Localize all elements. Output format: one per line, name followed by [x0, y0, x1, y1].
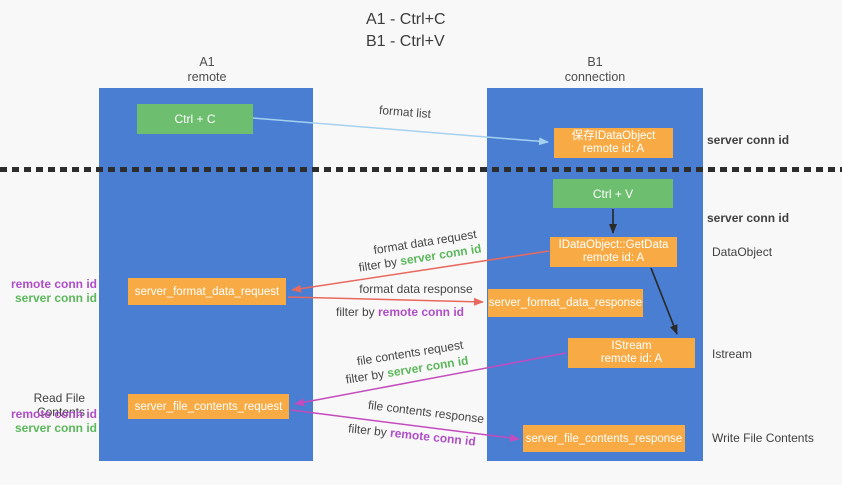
column-header-a1: A1 remote: [137, 55, 277, 85]
node-save-idataobject-line1: 保存IDataObject: [571, 130, 656, 142]
node-ctrl-v-label: Ctrl + V: [592, 186, 634, 201]
node-server-format-data-request: server_format_data_request: [128, 278, 286, 305]
node-server-file-contents-response-label: server_file_contents_response: [525, 432, 683, 445]
left-server-conn-id-1: server conn id: [14, 290, 97, 305]
diagram-title: A1 - Ctrl+C B1 - Ctrl+V: [366, 9, 446, 53]
label-format-data-response: format data response: [359, 282, 473, 296]
right-label-server-conn-id-mid: server conn id: [707, 211, 790, 225]
title-line-1: A1 - Ctrl+C: [366, 11, 446, 28]
node-server-file-contents-request-label: server_file_contents_request: [134, 400, 283, 413]
node-save-idataobject: 保存IDataObject remote id: A: [554, 128, 673, 158]
right-label-write-file-contents: Write File Contents: [712, 431, 814, 445]
arrow-getdata-to-istream: [650, 267, 678, 335]
arrow-format-data-response: [287, 296, 484, 306]
title-line-2: B1 - Ctrl+V: [366, 33, 445, 50]
filter-by-text: filter by: [335, 305, 378, 319]
left-remote-conn-id-1: remote conn id: [10, 277, 97, 291]
left-remote-conn-id-2: remote conn id: [10, 407, 97, 421]
node-server-format-data-response: server_format_data_response: [488, 289, 643, 317]
node-server-file-contents-response: server_file_contents_response: [523, 425, 685, 452]
node-server-file-contents-request: server_file_contents_request: [128, 394, 289, 419]
arrow-format-data-request: [291, 250, 550, 293]
column-a1-name: A1: [199, 55, 215, 69]
right-label-dataobject: DataObject: [712, 245, 773, 259]
node-server-format-data-response-label: server_format_data_response: [488, 297, 643, 309]
node-ctrl-v: Ctrl + V: [553, 179, 673, 208]
remote-conn-id-text: remote conn id: [378, 305, 465, 319]
column-b1-role: connection: [564, 70, 626, 84]
node-idataobject-getdata: IDataObject::GetData remote id: A: [550, 237, 677, 267]
left-conn-ids-group-1: remote conn id server conn id: [1, 277, 97, 305]
node-istream-line1: IStream: [611, 340, 652, 352]
node-server-format-data-request-label: server_format_data_request: [134, 285, 280, 298]
arrow-file-contents-request: [294, 352, 567, 407]
label-filter-by-remote-conn-id-1: filter by remote conn id: [330, 305, 470, 319]
column-header-b1: B1 connection: [525, 55, 665, 85]
left-conn-ids-group-2: remote conn id server conn id: [1, 407, 97, 435]
left-label-read-file-contents: Read File Contents: [33, 391, 85, 419]
column-a1-role: remote: [187, 70, 227, 84]
node-istream-line2: remote id: A: [600, 353, 663, 365]
right-label-istream: Istream: [712, 347, 753, 361]
node-getdata-line2: remote id: A: [582, 252, 645, 264]
node-ctrl-c: Ctrl + C: [137, 104, 253, 134]
session-divider-dotted-line: [0, 167, 842, 172]
arrow-file-contents-response: [290, 409, 520, 442]
right-label-server-conn-id-top: server conn id: [707, 133, 790, 147]
node-save-idataobject-line2: remote id: A: [582, 143, 645, 155]
arrow-format-list: [252, 117, 549, 146]
column-b1-name: B1: [587, 55, 603, 69]
left-server-conn-id-2: server conn id: [14, 420, 97, 435]
node-istream: IStream remote id: A: [568, 338, 695, 368]
node-ctrl-c-label: Ctrl + C: [174, 112, 216, 126]
node-getdata-line1: IDataObject::GetData: [558, 239, 669, 251]
